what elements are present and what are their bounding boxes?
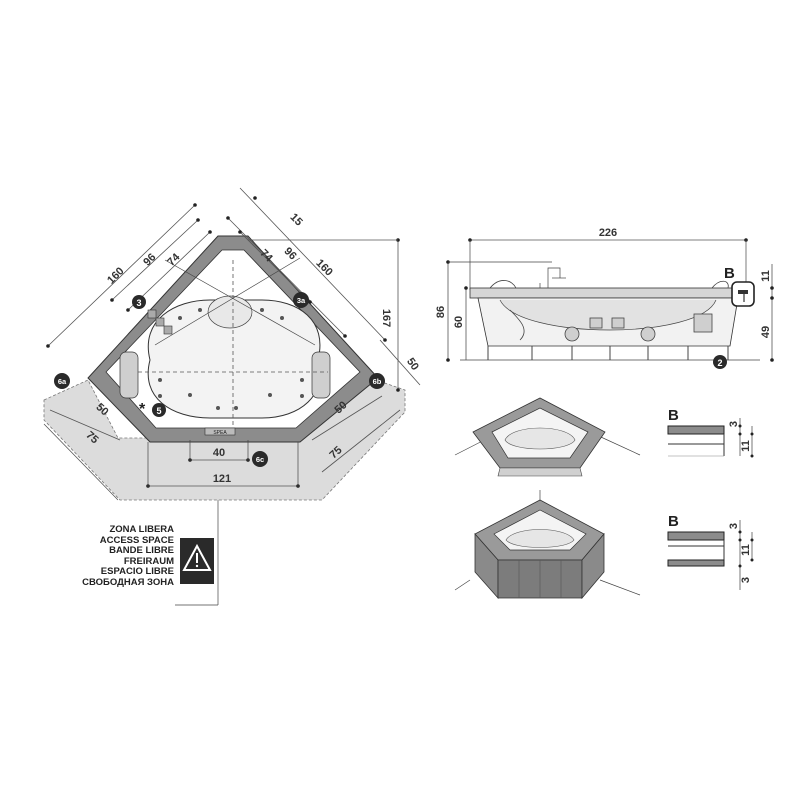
pillow-left — [119, 351, 139, 399]
marker-3: 3 — [132, 295, 146, 309]
detail-b-bottom: B 3 11 3 — [667, 513, 754, 590]
dim-60: 60 — [453, 316, 465, 328]
detail-top-dim-3: 3 — [728, 421, 740, 427]
access-line: СВОБОДНАЯ ЗОНА — [82, 576, 174, 588]
detail-bottom-dim-3b: 3 — [740, 577, 752, 583]
dim-121: 121 — [213, 473, 231, 485]
svg-text:6c: 6c — [256, 455, 264, 464]
side-view: 226 86 — [435, 227, 774, 369]
side-plumbing — [509, 309, 713, 342]
dim-49: 49 — [760, 326, 772, 338]
side-legs — [487, 346, 729, 360]
svg-text:5: 5 — [156, 406, 161, 416]
dim-50-outer: 50 — [404, 356, 421, 373]
access-line: ESPACIO LIBRE — [100, 566, 174, 577]
access-line: ACCESS SPACE — [99, 534, 174, 546]
svg-text:2: 2 — [717, 358, 722, 368]
detail-top-label-b: B — [668, 407, 679, 424]
jets — [158, 308, 304, 410]
marker-5: * 5 — [139, 401, 166, 418]
detail-bottom-label-b: B — [668, 513, 679, 530]
dim-96-right: 96 — [282, 245, 299, 262]
side-label-b: B — [724, 265, 735, 282]
svg-text:3: 3 — [136, 298, 141, 308]
access-line: BANDE LIBRE — [109, 545, 174, 556]
plan-view: SPEA 160 96 74 15 74 96 160 — [43, 187, 421, 606]
marker-6c: 6c — [252, 451, 268, 467]
access-line: ZONA LIBERA — [109, 524, 174, 535]
pillow-right — [311, 351, 331, 399]
control-panel-label: SPEA — [213, 430, 227, 436]
dim-11-side: 11 — [760, 270, 772, 282]
side-rim — [469, 287, 747, 299]
detail-bottom-dim-3a: 3 — [728, 523, 740, 529]
marker-6b: 6b — [369, 373, 385, 389]
asterisk: * — [139, 401, 146, 418]
headrest-top — [207, 295, 253, 329]
iso-with-panel — [454, 490, 641, 600]
detail-b-top: B 3 11 — [667, 407, 754, 458]
warning-box — [180, 538, 214, 584]
dim-160-left: 160 — [105, 265, 126, 286]
marker-2: 2 — [713, 355, 727, 369]
dim-226: 226 — [599, 227, 617, 239]
dim-160-right: 160 — [313, 257, 334, 278]
detail-bottom-dim-11: 11 — [740, 544, 752, 556]
access-space-legend: ZONA LIBERA ACCESS SPACE BANDE LIBRE FRE… — [64, 524, 174, 588]
svg-text:3a: 3a — [297, 296, 306, 305]
access-line: FREIRAUM — [123, 555, 174, 567]
dim-right-diagonal — [226, 187, 387, 342]
warning-triangle-icon — [182, 543, 212, 571]
detail-top-dim-11: 11 — [740, 440, 752, 452]
dim-40: 40 — [213, 447, 225, 459]
tap-set — [147, 309, 173, 335]
svg-text:6a: 6a — [58, 377, 67, 386]
iso-drop-in — [454, 397, 641, 477]
dim-74-left: 74 — [165, 251, 183, 269]
marker-6a: 6a — [54, 373, 70, 389]
dim-15: 15 — [288, 211, 305, 228]
control-panel — [204, 427, 236, 436]
marker-3a: 3a — [293, 292, 309, 308]
svg-text:6b: 6b — [373, 377, 382, 386]
dim-86: 86 — [435, 306, 447, 318]
side-taps — [539, 267, 566, 288]
dim-167: 167 — [380, 309, 392, 327]
